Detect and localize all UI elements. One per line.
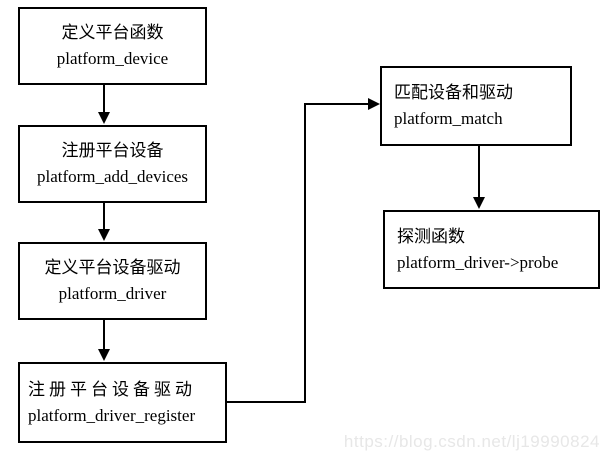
node-title: 定义平台设备驱动 [44,258,181,277]
csdn-watermark: https://blog.csdn.net/lj19990824 [343,432,600,451]
node-code: platform_add_devices [36,167,189,186]
node-platform-match: 匹配设备和驱动 platform_match [380,66,572,146]
node-platform-device: 定义平台函数 platform_device [18,7,207,85]
node-platform-probe: 探测函数 platform_driver->probe [383,210,600,289]
node-title: 注册平台设备驱动 [28,379,196,399]
node-code: platform_driver->probe [397,252,559,272]
arrow-add-devices-to-driver [98,203,110,241]
node-title: 注册平台设备 [61,141,164,160]
node-code: platform_driver [58,284,167,303]
node-title: 匹配设备和驱动 [394,83,513,102]
node-code: platform_driver_register [28,405,196,425]
arrow-match-to-probe [473,146,485,209]
arrow-driver-to-register [98,320,110,361]
arrow-device-to-add-devices [98,85,110,124]
arrow-register-to-match [227,98,380,403]
node-code: platform_match [394,109,503,128]
node-platform-driver-register: 注册平台设备驱动 platform_driver_register [18,362,227,443]
node-platform-add-devices: 注册平台设备 platform_add_devices [18,125,207,203]
node-title: 探测函数 [397,226,465,246]
node-platform-driver: 定义平台设备驱动 platform_driver [18,242,207,320]
node-code: platform_device [56,49,169,68]
node-title: 定义平台函数 [61,23,164,42]
